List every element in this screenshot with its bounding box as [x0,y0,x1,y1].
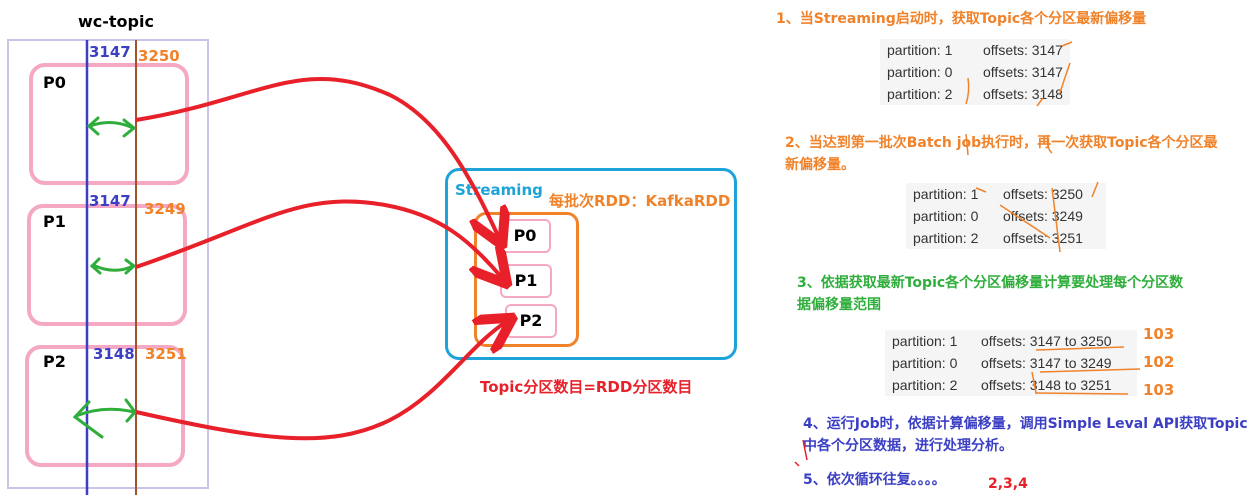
p1-end-offset: 3249 [144,200,186,218]
offsets-cell: offsets: 3147 [983,64,1063,80]
table3-annotations [1031,346,1141,395]
partition-cell: partition: 1 [887,42,953,58]
offsets-cell: offsets: 3147 to 3250 [981,333,1112,349]
table-row: partition: 1 offsets: 3250 [906,183,1106,205]
step-1-text: 1、当Streaming启动时，获取Topic各个分区最新偏移量 [776,11,1147,27]
topic-partition-p0-label: P0 [43,73,66,92]
p0-end-offset: 3250 [138,47,180,65]
step-4-text: 4、运行Job时，依据计算偏移量，调用Simple Leval API获取Top… [803,416,1248,454]
offset-table-3: partition: 1 offsets: 3147 to 3250 partit… [885,330,1137,396]
topic-partition-p1-box [27,204,187,326]
p0-range-arrow [86,116,137,138]
p0-mapping-arrow [135,76,499,238]
p1-range-arrow [89,257,137,275]
range-count-p2: 103 [1143,381,1175,399]
table-row: partition: 0 offsets: 3147 to 3249 [885,352,1137,374]
topic-partition-p1-label: P1 [43,212,66,231]
offset-table-1: partition: 1 offsets: 3147 partition: 0 of… [880,39,1070,105]
range-count-p0: 102 [1143,353,1175,371]
table2-annotations [965,133,1099,253]
partition-cell: partition: 0 [913,208,979,224]
table-row: partition: 0 offsets: 3147 [880,61,1070,83]
topic-partition-p2-label: P2 [43,352,66,371]
partition-cell: partition: 2 [913,230,979,246]
range-count-p1: 103 [1143,325,1175,343]
offsets-cell: offsets: 3147 to 3249 [981,355,1112,371]
step-2-text: 2、当达到第一批次Batch job执行时，再一次获取Topic各个分区最新偏移… [785,135,1218,173]
p2-start-offset: 3148 [93,345,135,363]
offsets-cell: offsets: 3148 to 3251 [981,377,1112,393]
table-row: partition: 2 offsets: 3148 to 3251 [885,374,1137,396]
step4-marks [794,439,808,467]
step-5-text: 5、依次循环往复。。。。 [803,472,946,488]
partition-cell: partition: 0 [887,64,953,80]
partition-cell: partition: 1 [892,333,958,349]
partition-cell: partition: 0 [892,355,958,371]
p2-end-offset: 3251 [145,345,187,363]
table-row: partition: 1 offsets: 3147 to 3250 [885,330,1137,352]
partition-count-note: Topic分区数目=RDD分区数目 [480,378,693,396]
p2-mapping-arrow [135,322,506,441]
topic-frame [7,39,209,489]
p1-start-offset: 3147 [89,192,131,210]
topic-partition-p0-box [29,63,189,185]
offsets-cell: offsets: 3147 [983,42,1063,58]
topic-title: wc-topic [78,12,154,31]
offset-table-2: partition: 1 offsets: 3250 partition: 0 of… [906,183,1106,249]
rdd-label: 每批次RDD：KafkaRDD [549,192,731,210]
step-3-text: 3、依据获取最新Topic各个分区偏移量计算要处理每个分区数据偏移量范围 [797,275,1184,313]
p1-mapping-arrow [135,199,502,278]
partition-cell: partition: 2 [887,86,953,102]
streaming-box [445,168,737,360]
partition-cell: partition: 1 [913,186,979,202]
p2-range-arrow [72,398,137,439]
step-5-repeat-note: 2,3,4 [988,476,1028,492]
table-row: partition: 1 offsets: 3147 [880,39,1070,61]
partition-cell: partition: 2 [892,377,958,393]
topic-partition-p2-box [25,345,185,467]
offsets-cell: offsets: 3251 [1003,230,1083,246]
table1-annotations [965,41,1073,107]
table-row: partition: 2 offsets: 3251 [906,227,1106,249]
offsets-cell: offsets: 3250 [1003,186,1083,202]
p0-start-offset: 3147 [89,43,131,61]
